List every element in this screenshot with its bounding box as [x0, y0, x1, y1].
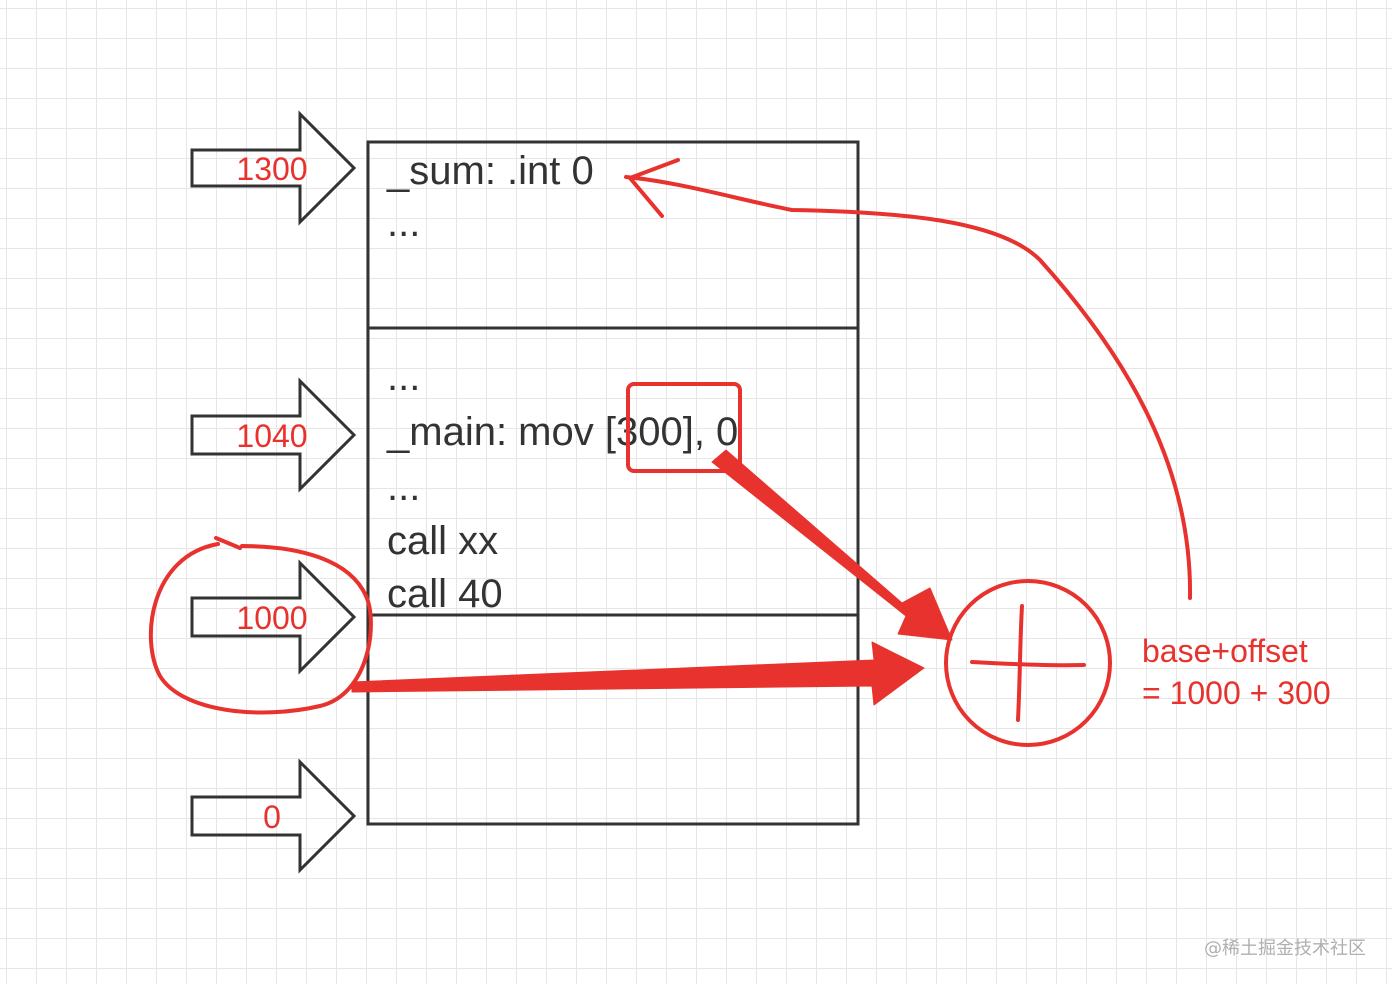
address-label: 1300	[236, 151, 307, 187]
code-line-5: call 40	[387, 572, 503, 616]
circle-start-tick	[214, 536, 242, 550]
address-label: 0	[263, 799, 281, 835]
block-arrow-icon	[190, 559, 357, 675]
data-line-1: _sum: .int 0	[386, 149, 594, 193]
address-label: 1000	[236, 600, 307, 636]
code-line-3: ...	[387, 465, 420, 509]
return-arrowhead-icon	[628, 158, 680, 218]
block-arrow-icon	[190, 110, 357, 226]
code-line-2: _main: mov [300], 0	[386, 410, 738, 454]
lower-memory-block	[366, 613, 860, 826]
result-to-sum-arrow	[624, 175, 1193, 600]
address-arrow-1000: 1000	[190, 559, 357, 675]
address-arrow-0: 0	[190, 758, 357, 874]
red-annotations	[148, 158, 1193, 747]
offset-to-adder-arrow	[711, 449, 953, 641]
base-address-circle	[148, 542, 373, 715]
address-label: 1040	[236, 418, 307, 454]
memory-column	[366, 140, 860, 826]
data-line-2: ...	[387, 201, 420, 245]
formula-line-2: = 1000 + 300	[1142, 675, 1331, 711]
thick-red-arrows	[351, 449, 953, 706]
watermark-text: @稀土掘金技术社区	[1204, 938, 1366, 959]
formula-line-1: base+offset	[1142, 633, 1308, 669]
adder-circle-icon	[944, 579, 1112, 747]
base-to-adder-arrow	[351, 641, 925, 706]
code-line-1: ...	[387, 355, 420, 399]
address-arrow-1300: 1300	[190, 110, 357, 226]
address-arrow-1040: 1040	[190, 377, 357, 493]
block-arrow-icon	[190, 377, 357, 493]
code-line-4: call xx	[387, 519, 498, 563]
block-arrow-icon	[190, 758, 357, 874]
adder-plus-horizontal	[970, 660, 1086, 668]
offset-highlight-box	[626, 382, 742, 473]
adder-plus-vertical	[1016, 604, 1024, 722]
